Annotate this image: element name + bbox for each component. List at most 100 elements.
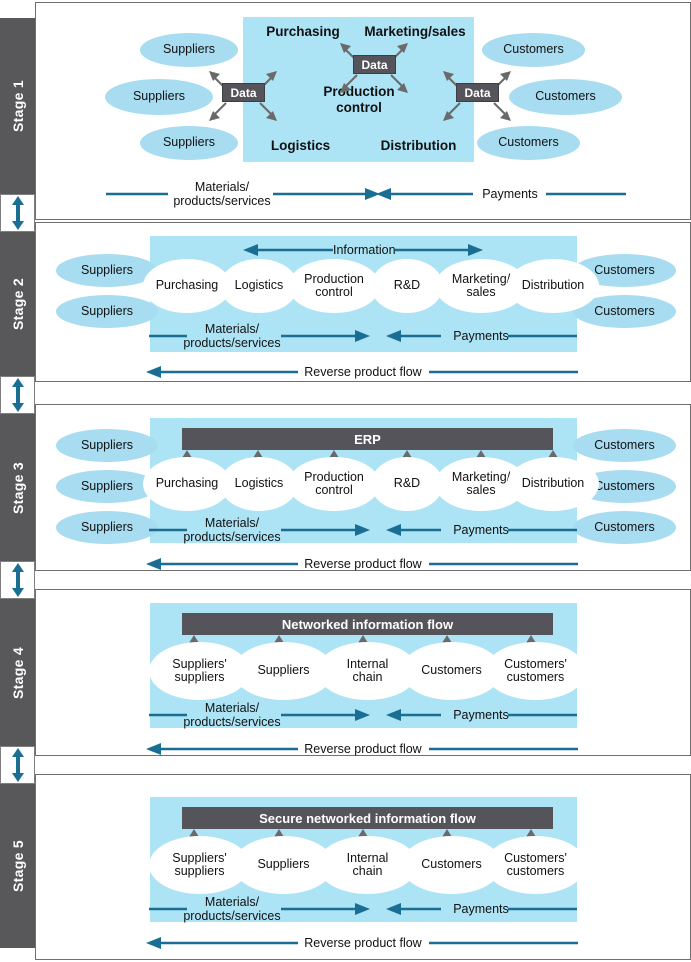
stage-4-chain-node-2: Suppliers [233,642,334,700]
stage-3-chain-node-6: Distribution [507,457,599,511]
stage-1-customer-node-3: Customers [477,126,580,160]
data-badge-label: Data [361,57,388,72]
node-label: Customers [594,478,655,493]
node-label: Distribution [521,278,585,293]
stage-2-information-label: Information [333,243,396,257]
node-label: Marketing/sales [451,271,511,299]
stage-1-customer-node-2: Customers [509,79,622,115]
stage-5-materials-label-line1: Materials/ [204,895,260,909]
rail-stage-5: Stage 5 [0,784,35,948]
stage-1-materials-arrow [106,188,380,200]
node-label: Customers [594,437,655,452]
stage-3-chain-node-1: Purchasing [143,457,231,511]
double-headed-vertical-arrow-icon [11,748,24,782]
stage-5-chain-node-5: Customers'customers [485,836,586,894]
node-label: Suppliers [80,478,134,493]
data-burst-center [340,43,408,93]
node-label: Suppliers [162,135,216,150]
stage-3-materials-label-line1: Materials/ [204,516,260,530]
stage-3-chain-node-5: Marketing/sales [435,457,527,511]
stage-3-materials-arrow [149,524,370,536]
stage-4-panel: Networked information flow Suppliers'sup… [35,589,691,756]
stage-3-top-bar: ERP [182,428,553,450]
node-label: R&D [393,278,421,293]
dept-production-control-line1: Production [323,84,395,99]
stage-3-chain-node-4: R&D [371,457,443,511]
node-label: Customers [498,135,559,150]
data-badge-left: Data [222,83,265,102]
node-label: Customers [421,857,482,872]
stage-5-reverse-arrow [146,937,578,949]
stage-3-supplier-node-3: Suppliers [56,511,158,544]
node-label: Customers'customers [504,850,567,878]
stage-3-supplier-node-1: Suppliers [56,429,158,462]
stage-3-top-bar-label: ERP [354,431,381,447]
stage-1-panel: Purchasing Marketing/sales Production co… [35,2,691,220]
node-label: Distribution [521,476,585,491]
rail-stage-1: Stage 1 [0,18,35,194]
stage-3-payments-arrow [386,524,577,536]
node-label: Suppliers [132,89,186,104]
stage-2-chain-node-1: Purchasing [143,259,231,313]
stage-2-materials-arrow [149,330,370,342]
stage-3-payments-label: Payments [453,523,509,537]
stage-2-chain-node-6: Distribution [507,259,599,313]
node-label: Customers [594,262,655,277]
stage-connector-2-3 [0,376,35,414]
stage-3-chain-node-2: Logistics [220,457,298,511]
double-headed-vertical-arrow-icon [11,196,24,230]
stage-4-reverse-label: Reverse product flow [304,742,422,756]
stage-2-chain-node-2: Logistics [220,259,298,313]
stage-1-payments-arrow [376,188,626,200]
stage-4-top-bar: Networked information flow [182,613,553,635]
stage-5-payments-label: Payments [453,902,509,916]
stage-2-materials-label-line1: Materials/ [204,322,260,336]
stage-2-reverse-label-text: Reverse product flow [304,365,422,379]
stage-5-top-bar-label: Secure networked information flow [259,810,476,826]
stage-2-payments-label: Payments [453,329,509,343]
dept-marketing-sales: Marketing/sales [364,24,466,39]
stage-3-reverse-label: Reverse product flow [304,557,422,571]
node-label: Suppliers [257,663,310,678]
stage-3-reverse-arrow [146,558,578,570]
stage-2-materials-label-line2: products/services [183,336,281,350]
node-label: Suppliers [80,437,134,452]
stage-4-top-bar-label: Networked information flow [281,616,454,632]
stage-connector-4-5 [0,746,35,784]
stage-2-panel: Information Suppliers Suppliers Customer… [35,222,691,382]
stage-5-reverse-label: Reverse product flow [304,936,422,950]
node-label: Purchasing [155,476,219,491]
stage-2-reverse-arrow [146,366,578,378]
data-badge-right: Data [456,83,499,102]
stage-2-payments-arrow [386,330,577,342]
stage-1-supplier-node-2: Suppliers [105,79,213,115]
node-label: Customers [594,519,655,534]
stage-1-customer-node-1: Customers [482,33,585,67]
rail-stage-2: Stage 2 [0,232,35,376]
stage-5-top-bar: Secure networked information flow [182,807,553,829]
stage-2-chain-node-5: Marketing/sales [435,259,527,313]
stage-4-payments-arrow [386,709,577,721]
dept-logistics: Logistics [270,138,331,153]
stage-3-customer-node-1: Customers [573,429,676,462]
stage-2-supplier-node-2: Suppliers [56,295,158,328]
rail-label-stage-1: Stage 1 [9,80,26,132]
node-label: Suppliers [80,519,134,534]
stage-4-materials-label-line2: products/services [183,715,281,729]
rail-label-stage-5: Stage 5 [9,840,26,892]
node-label: Logistics [234,278,284,293]
stage-3-materials-label-line2: products/services [183,530,281,544]
node-label: Suppliers [80,303,134,318]
stage-1-payments-label: Payments [482,187,538,201]
node-label: Suppliers [257,857,310,872]
dept-production-control-line2: control [336,100,382,115]
stage-1-supplier-node-3: Suppliers [140,126,238,160]
stage-connector-1-2 [0,194,35,232]
stage-4-reverse-arrow [146,743,578,755]
node-label: Logistics [234,476,284,491]
stage-4-materials-arrow [149,709,370,721]
